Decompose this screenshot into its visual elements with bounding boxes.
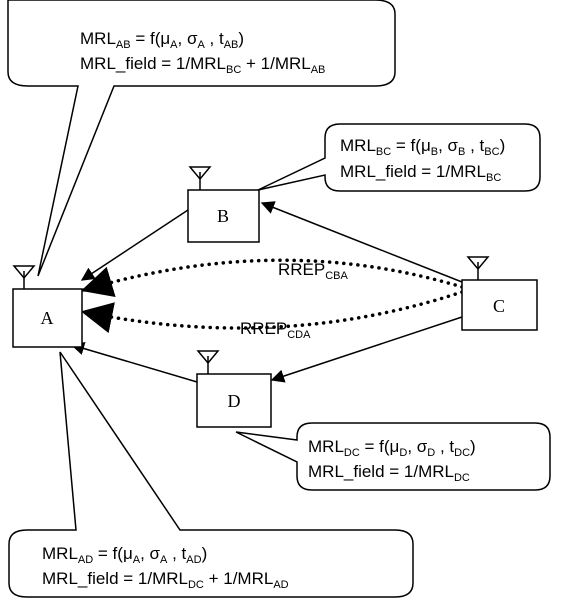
node-a-box [12, 288, 83, 348]
node-b-label: B [217, 206, 229, 226]
node-d-label: D [228, 391, 241, 411]
antenna-icon [188, 166, 212, 190]
antenna-icon [196, 350, 220, 374]
callout-bc-bubble [257, 123, 541, 192]
node-b: B [187, 166, 260, 243]
rrep-cda-path [80, 290, 464, 334]
callout-bc-line1: MRLBC = f(μB, σB , tBC) [340, 136, 505, 158]
node-a-label: A [41, 308, 54, 328]
link-b-to-a [80, 209, 189, 281]
callout-ad: MRLAD = f(μA, σA , tAD) MRL_field = 1/MR… [8, 351, 414, 598]
links [70, 201, 463, 383]
callout-ab: MRLAB = f(μA, σA , tAB) MRL_field = 1/MR… [7, 0, 396, 277]
callout-dc-line1: MRLDC = f(μD, σD , tDC) [308, 437, 476, 459]
rrep-paths: RREPCBA RREPCDA [80, 258, 464, 341]
link-d-to-a [70, 341, 198, 383]
callout-ad-line1: MRLAD = f(μA, σA , tAD) [42, 544, 207, 566]
node-b-box [187, 189, 260, 243]
rrep-cba-label: RREPCBA [278, 260, 349, 282]
callout-dc-bubble [235, 422, 551, 491]
rrep-cba-path [80, 258, 464, 298]
callout-bc: MRLBC = f(μB, σB , tBC) MRL_field = 1/MR… [257, 123, 541, 192]
link-c-to-d [270, 316, 463, 383]
node-c-box [461, 279, 538, 331]
antenna-icon [12, 265, 36, 289]
callout-ad-line2: MRL_field = 1/MRLDC + 1/MRLAD [42, 569, 289, 591]
callout-ab-line1: MRLAB = f(μA, σA , tAB) [80, 29, 244, 51]
antenna-icon [466, 256, 490, 280]
node-c: C [461, 256, 538, 331]
callout-ab-line2: MRL_field = 1/MRLBC + 1/MRLAB [80, 54, 325, 76]
callout-dc-line2: MRL_field = 1/MRLDC [308, 462, 470, 484]
callout-dc: MRLDC = f(μD, σD , tDC) MRL_field = 1/MR… [235, 422, 551, 491]
callout-ad-bubble [8, 351, 414, 598]
callout-ab-bubble [7, 0, 396, 277]
node-d: D [196, 350, 272, 428]
node-a: A [12, 265, 83, 348]
rrep-cda-label: RREPCDA [240, 319, 311, 341]
node-c-label: C [493, 296, 505, 316]
callout-bc-line2: MRL_field = 1/MRLBC [340, 162, 501, 184]
link-c-to-b [260, 201, 463, 283]
node-d-box [196, 373, 272, 428]
